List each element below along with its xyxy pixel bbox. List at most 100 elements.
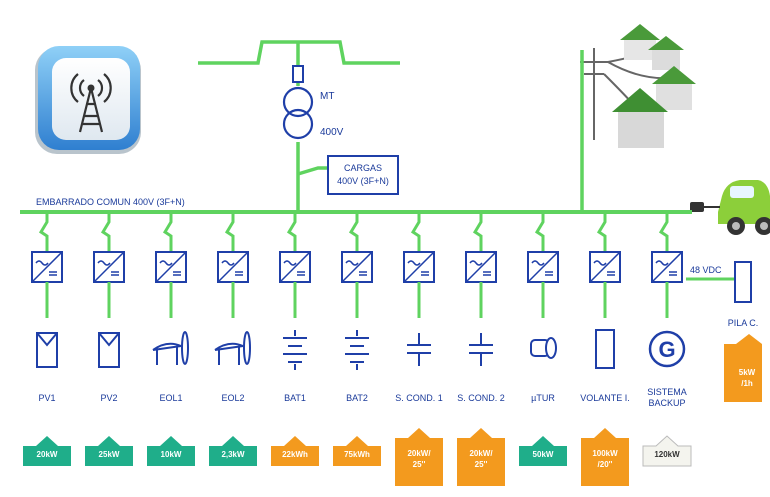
rating-badge: 20kW/25'': [395, 428, 443, 486]
unit-column: EOL1 10kW: [147, 212, 195, 466]
unit-column: BAT1 22kWh: [271, 212, 319, 466]
wind-turbine-icon: [214, 331, 251, 365]
unit-label: PV1: [38, 393, 55, 403]
unit-label: EOL2: [221, 393, 244, 403]
electric-car-icon: [690, 180, 770, 235]
rating-badge: 20kW: [23, 436, 71, 466]
rating-value: 25'': [413, 460, 426, 469]
rating-badge: 25kW: [85, 436, 133, 466]
busbar-drop-line: [348, 212, 359, 252]
rating-value: 25kW: [99, 450, 120, 459]
unit-column: S. COND. 1 20kW/25'': [395, 212, 443, 486]
busbar-drop-line: [596, 212, 607, 252]
dc-label: 48 VDC: [690, 265, 722, 275]
rating-badge: 120kW: [642, 435, 692, 467]
unit-column: PV2 25kW: [85, 212, 133, 466]
antenna-app-icon: [35, 46, 141, 154]
busbar-drop-line: [472, 212, 483, 252]
pv-panel-icon: [98, 332, 120, 368]
unit-label: VOLANTE I.: [580, 393, 630, 403]
busbar-drop-line: [100, 212, 111, 252]
fuel-cell-rating-line2: /1h: [741, 379, 753, 388]
houses-icon: [580, 24, 696, 148]
svg-text:G: G: [658, 337, 675, 362]
loads-voltage: 400V (3F+N): [337, 176, 389, 186]
unit-column: BAT2 75kWh: [333, 212, 381, 466]
busbar-drop-line: [534, 212, 545, 252]
rating-value: 120kW: [654, 450, 680, 459]
rating-badge: 10kW: [147, 436, 195, 466]
unit-label: S. COND. 1: [395, 393, 443, 403]
battery-icon: [283, 330, 307, 370]
converter-box: [31, 251, 63, 283]
converter-box: [403, 251, 435, 283]
transformer-icon: [282, 86, 314, 140]
converter-box: [651, 251, 683, 283]
rating-value: 75kWh: [344, 450, 370, 459]
rating-value: /20'': [598, 460, 613, 469]
unit-column: EOL2 2,3kW: [209, 212, 257, 466]
rating-badge: 22kWh: [271, 436, 319, 466]
unit-label: BAT2: [346, 393, 368, 403]
pv-panel-icon: [36, 332, 58, 368]
unit-label: BAT1: [284, 393, 306, 403]
fuel-cell-box: [734, 261, 752, 303]
flywheel-icon: [595, 329, 615, 369]
converter-box: [279, 251, 311, 283]
unit-label: S. COND. 2: [457, 393, 505, 403]
converter-box: [341, 251, 373, 283]
generator-icon: G: [648, 330, 686, 368]
grid-feed-line: [198, 40, 584, 210]
busbar-drop-line: [286, 212, 297, 252]
transformer-label: MT: [320, 91, 334, 102]
busbar-drop-line: [224, 212, 235, 252]
rating-badge: 75kWh: [333, 436, 381, 466]
busbar-drop-line: [658, 212, 669, 252]
loads-box: CARGAS 400V (3F+N): [327, 155, 399, 195]
busbar-drop-line: [38, 212, 49, 252]
battery-icon: [345, 330, 369, 370]
microturbine-icon: [530, 337, 557, 359]
rating-value: 50kW: [533, 450, 554, 459]
rating-value: 25'': [475, 460, 488, 469]
loads-title: CARGAS: [344, 163, 382, 173]
rating-value: 2,3kW: [221, 450, 245, 459]
rating-value: 10kW: [161, 450, 182, 459]
rating-value: 20kW: [37, 450, 58, 459]
fuel-cell-label: PILA C.: [728, 318, 759, 328]
wind-turbine-icon: [152, 331, 189, 365]
rating-badge: 100kW/20'': [581, 428, 629, 486]
rating-value: 22kWh: [282, 450, 308, 459]
capacitor-icon: [407, 333, 431, 366]
voltage-label: 400V: [320, 127, 344, 138]
rating-badge: 50kW: [519, 436, 567, 466]
busbar-drop-line: [162, 212, 173, 252]
busbar-label: EMBARRADO COMUN 400V (3F+N): [36, 197, 185, 207]
rating-value: 20kW/: [469, 449, 493, 458]
rating-badge: 2,3kW: [209, 436, 257, 466]
converter-box: [217, 251, 249, 283]
fuel-cell-rating-line1: 5kW: [739, 368, 756, 377]
unit-column: PV1 20kW: [23, 212, 71, 466]
converter-box: [527, 251, 559, 283]
rating-value: 100kW: [592, 449, 618, 458]
fuse-icon: [292, 65, 304, 83]
rating-badge: 20kW/25'': [457, 428, 505, 486]
unit-column: S. COND. 2 20kW/25'': [457, 212, 505, 486]
unit-column: µTUR 50kW: [519, 212, 567, 466]
converter-box: [465, 251, 497, 283]
converter-box: [93, 251, 125, 283]
capacitor-icon: [469, 333, 493, 366]
unit-label: µTUR: [531, 393, 555, 403]
converter-box: [589, 251, 621, 283]
unit-column: VOLANTE I. 100kW/20'': [580, 212, 630, 486]
unit-label: EOL1: [159, 393, 182, 403]
unit-label: PV2: [100, 393, 117, 403]
rating-value: 20kW/: [407, 449, 431, 458]
busbar-drop-line: [410, 212, 421, 252]
fuel-cell-rating-badge: 5kW /1h: [724, 334, 762, 402]
unit-columns: PV1 20kW PV2 25kW EOL1 10kW EOL2 2,3kW BAT1 22kWh…: [23, 212, 692, 486]
